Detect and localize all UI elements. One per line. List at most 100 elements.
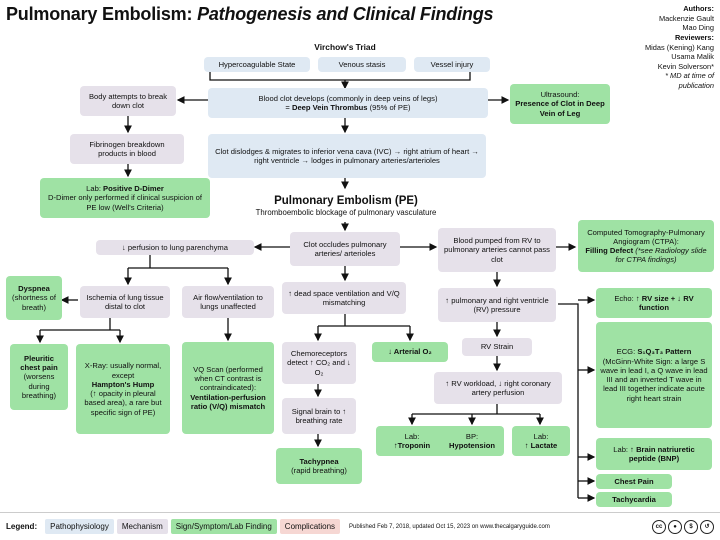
legend-label: Legend:	[6, 522, 38, 531]
dyspnea-rest: (shortness of breath)	[12, 293, 56, 312]
dislodges-node: Clot dislodges & migrates to inferior ve…	[208, 134, 486, 178]
virchow-title: Virchow's Triad	[314, 41, 376, 52]
ultrasound-node: Ultrasound: Presence of Clot in Deep Vei…	[510, 84, 610, 124]
chemoreceptors-node: Chemoreceptors detect ↑ CO₂ and ↓ O₂	[282, 342, 356, 384]
body-attempts-node: Body attempts to break down clot	[80, 86, 176, 116]
pumped-node: Blood pumped from RV to pulmonary arteri…	[438, 228, 556, 272]
deadspace-node: ↑ dead space ventilation and V/Q mismatc…	[282, 282, 406, 314]
xray-bold: Hampton's Hump	[91, 379, 155, 389]
by-icon: ●	[668, 519, 682, 534]
author-name: Mao Ding	[682, 23, 714, 33]
pleuritic-node: Pleuritic chest pain (worsens during bre…	[10, 344, 68, 410]
pe-heading: Pulmonary Embolism (PE) Thromboembolic b…	[212, 190, 480, 222]
ddimer-note: D-Dimer only performed if clinical suspi…	[47, 193, 203, 212]
vq-line: VQ Scan (performed when CT contrast is c…	[193, 364, 263, 393]
clot-line2-bold: Deep Vein Thrombus	[291, 103, 368, 112]
ctpa-italic: (*see Radiology slide for CTPA findings)	[615, 246, 707, 265]
lactate-node: Lab: ↑ Lactate	[512, 426, 570, 456]
clot-develops-node: Blood clot develops (commonly in deep ve…	[208, 88, 488, 118]
reviewers-heading: Reviewers:	[674, 32, 714, 42]
author-name: Mackenzie Gault	[658, 13, 714, 23]
virchow-vessel-injury: Vessel injury	[414, 57, 490, 72]
ecg-pre: ECG:	[616, 347, 638, 357]
tachypnea-node: Tachypnea (rapid breathing)	[276, 448, 362, 484]
xray-node: X-Ray: usually normal, except Hampton's …	[76, 344, 170, 434]
bp-bold: Hypotension	[449, 441, 495, 450]
clot-line2-post: (95% of PE)	[367, 103, 411, 112]
bnp-node: Lab: ↑ Brain natriuretic peptide (BNP)	[596, 438, 712, 470]
nc-icon: $	[684, 519, 698, 534]
ctpa-line: Computed Tomography-Pulmonary Angiogram …	[587, 227, 705, 246]
airflow-node: Air flow/ventilation to lungs unaffected	[182, 286, 274, 318]
troponin-pre: Lab:	[404, 431, 420, 441]
ctpa-node: Computed Tomography-Pulmonary Angiogram …	[578, 220, 714, 272]
echo-text: Echo: ↑ RV size + ↓ RV function	[600, 294, 708, 313]
ecg-bold: S₁Q₃T₃ Pattern	[637, 347, 692, 357]
lactate-pre: Lab:	[533, 431, 549, 441]
tachypnea-bold: Tachypnea	[299, 456, 339, 466]
reviewer-name: Midas (Kening) Kang	[644, 42, 714, 52]
xray-pre: X-Ray: usually normal, except	[84, 361, 162, 380]
pe-subtitle: Thromboembolic blockage of pulmonary vas…	[255, 208, 437, 218]
dyspnea-node: Dyspnea (shortness of breath)	[6, 276, 62, 320]
echo-pre: Echo:	[614, 293, 636, 303]
ischemia-node: Ischemia of lung tissue distal to clot	[80, 286, 170, 318]
chest-pain-node: Chest Pain	[596, 474, 672, 489]
occludes-node: Clot occludes pulmonary arteries/ arteri…	[290, 232, 400, 266]
legend-mechanism: Mechanism	[116, 519, 168, 534]
virchow-hypercoagulable: Hypercoagulable State	[204, 57, 310, 72]
pleuritic-rest: (worsens during breathing)	[21, 372, 57, 400]
legend-bar: Legend: Pathophysiology Mechanism Sign/S…	[0, 512, 720, 540]
ecg-header: ECG: S₁Q₃T₃ Pattern	[617, 347, 692, 356]
echo-bold: ↑ RV size + ↓ RV function	[635, 293, 694, 312]
ecg-rest: (McGinn-White Sign: a large S wave in le…	[600, 356, 708, 403]
ctpa-finding: Filling Defect (*see Radiology slide for…	[582, 246, 710, 265]
page-title: Pulmonary Embolism: Pathogenesis and Cli…	[6, 4, 494, 25]
rv-strain-node: RV Strain	[462, 338, 532, 356]
dyspnea-bold: Dyspnea	[18, 284, 50, 294]
ddimer-label: Lab: Positive D-Dimer	[86, 184, 164, 193]
legend-sign: Sign/Symptom/Lab Finding	[170, 519, 277, 534]
vq-node: VQ Scan (performed when CT contrast is c…	[182, 342, 274, 434]
tachycardia-node: Tachycardia	[596, 492, 672, 507]
clot-line2: = Deep Vein Thrombus (95% of PE)	[285, 103, 410, 112]
legend-pathophysiology: Pathophysiology	[45, 519, 114, 534]
title-sub: Pathogenesis and Clinical Findings	[197, 4, 494, 24]
ultrasound-title: Ultrasound:	[540, 90, 580, 100]
troponin-bold: ↑Troponin	[393, 441, 431, 450]
troponin-node: Lab: ↑Troponin	[376, 426, 448, 456]
legend-complications: Complications	[279, 519, 341, 534]
bp-pre: BP:	[465, 431, 479, 441]
ddimer-node: Lab: Positive D-Dimer D-Dimer only perfo…	[40, 178, 210, 218]
pe-title: Pulmonary Embolism (PE)	[274, 195, 418, 208]
echo-node: Echo: ↑ RV size + ↓ RV function	[596, 288, 712, 318]
authors-note: * MD at time of publication	[665, 71, 714, 90]
reviewer-name: Usama Malik	[671, 52, 714, 62]
bnp-pre: Lab:	[613, 444, 631, 454]
reviewer-name: Kevin Solverson*	[657, 61, 714, 71]
rv-workload-node: ↑ RV workload, ↓ right coronary artery p…	[434, 372, 562, 404]
pressure-node: ↑ pulmonary and right ventricle (RV) pre…	[438, 288, 556, 322]
ddimer-pre: Lab:	[86, 184, 104, 194]
legend-published: Published Feb 7, 2018, updated Oct 15, 2…	[349, 523, 550, 530]
sa-icon: ↺	[700, 519, 714, 534]
bnp-bold: ↑ Brain natriuretic peptide (BNP)	[628, 444, 695, 463]
bnp-text: Lab: ↑ Brain natriuretic peptide (BNP)	[600, 445, 708, 464]
ultrasound-bold: Presence of Clot in Deep Vein of Leg	[515, 99, 605, 118]
tachypnea-rest: (rapid breathing)	[291, 466, 347, 475]
ddimer-bold: Positive D-Dimer	[103, 184, 164, 194]
ecg-node: ECG: S₁Q₃T₃ Pattern (McGinn-White Sign: …	[596, 322, 712, 428]
ctpa-bold: Filling Defect	[585, 246, 634, 255]
perfusion-node: ↓ perfusion to lung parenchyma	[96, 240, 254, 255]
bp-node: BP: Hypotension	[440, 426, 504, 456]
authors-block: Authors: Mackenzie Gault Mao Ding Review…	[642, 4, 714, 91]
arterial-o2-node: ↓ Arterial O₂	[372, 342, 448, 362]
clot-line1: Blood clot develops (commonly in deep ve…	[258, 93, 438, 103]
fibrinogen-node: Fibrinogen breakdown products in blood	[70, 134, 184, 164]
pleuritic-bold: Pleuritic chest pain	[20, 353, 58, 373]
xray-post: (↑ opacity in pleural based area), a rar…	[84, 389, 162, 417]
signal-brain-node: Signal brain to ↑ breathing rate	[282, 398, 356, 434]
cc-license-icon: cc ● $ ↺	[650, 519, 714, 534]
virchow-venous-stasis: Venous stasis	[318, 57, 406, 72]
